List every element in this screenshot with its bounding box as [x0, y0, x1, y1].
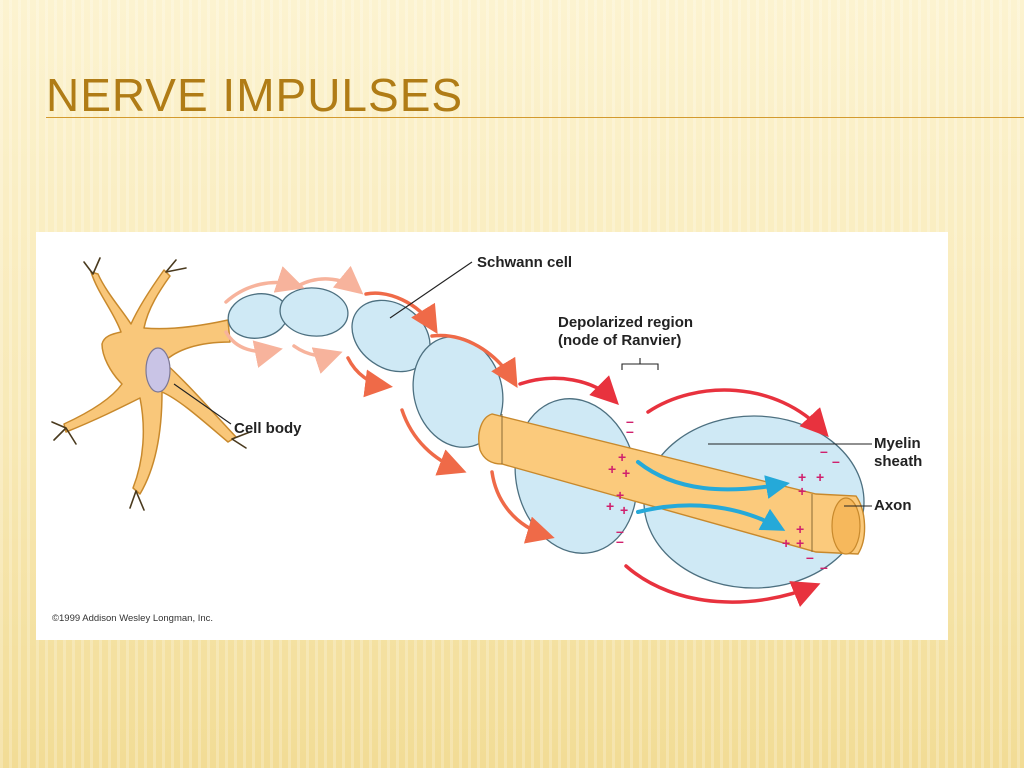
- plus-charge: +: [796, 521, 805, 537]
- dendrite-tips: [51, 257, 251, 511]
- plus-charge: +: [618, 449, 627, 465]
- minus-charge: –: [806, 549, 814, 565]
- minus-charge: –: [626, 413, 634, 429]
- cell-body-label: Cell body: [234, 420, 302, 437]
- plus-charge: +: [798, 483, 807, 499]
- minus-charge: –: [616, 523, 624, 539]
- depolarized-region-label: Depolarized region (node of Ranvier): [558, 314, 694, 349]
- minus-charge: –: [832, 453, 840, 469]
- schwann-cell-label: Schwann cell: [477, 254, 573, 271]
- minus-charge: –: [820, 559, 828, 575]
- minus-charge: –: [616, 533, 624, 549]
- myelin-sheath-label: Myelin sheath: [874, 435, 923, 470]
- plus-charge: +: [796, 535, 805, 551]
- slide-title: Nerve impulses: [46, 69, 464, 121]
- plus-charge: +: [622, 465, 631, 481]
- impulse-arrows-current: [346, 291, 619, 544]
- impulse-arrows-past: [224, 265, 364, 374]
- nerve-diagram-panel: Schwann cell Depolarized region (node of…: [36, 232, 948, 640]
- impulse-arrows-node: [624, 388, 829, 607]
- axon-label: Axon: [874, 497, 912, 514]
- minus-charge: –: [820, 443, 828, 459]
- plus-charge: +: [608, 461, 617, 477]
- title-underline: [46, 117, 1024, 118]
- leader-lines: [173, 261, 872, 507]
- plus-charge: +: [798, 469, 807, 485]
- nerve-diagram: [51, 257, 872, 607]
- plus-charge: +: [616, 487, 625, 503]
- plus-charge: +: [816, 469, 825, 485]
- minus-charge: –: [626, 423, 634, 439]
- plus-charge: +: [606, 498, 615, 514]
- local-current-arrows: [636, 460, 790, 531]
- nucleus-shape: [145, 347, 171, 393]
- plus-charge: +: [782, 535, 791, 551]
- plus-charge: +: [620, 502, 629, 518]
- copyright-note: ©1999 Addison Wesley Longman, Inc.: [52, 613, 214, 624]
